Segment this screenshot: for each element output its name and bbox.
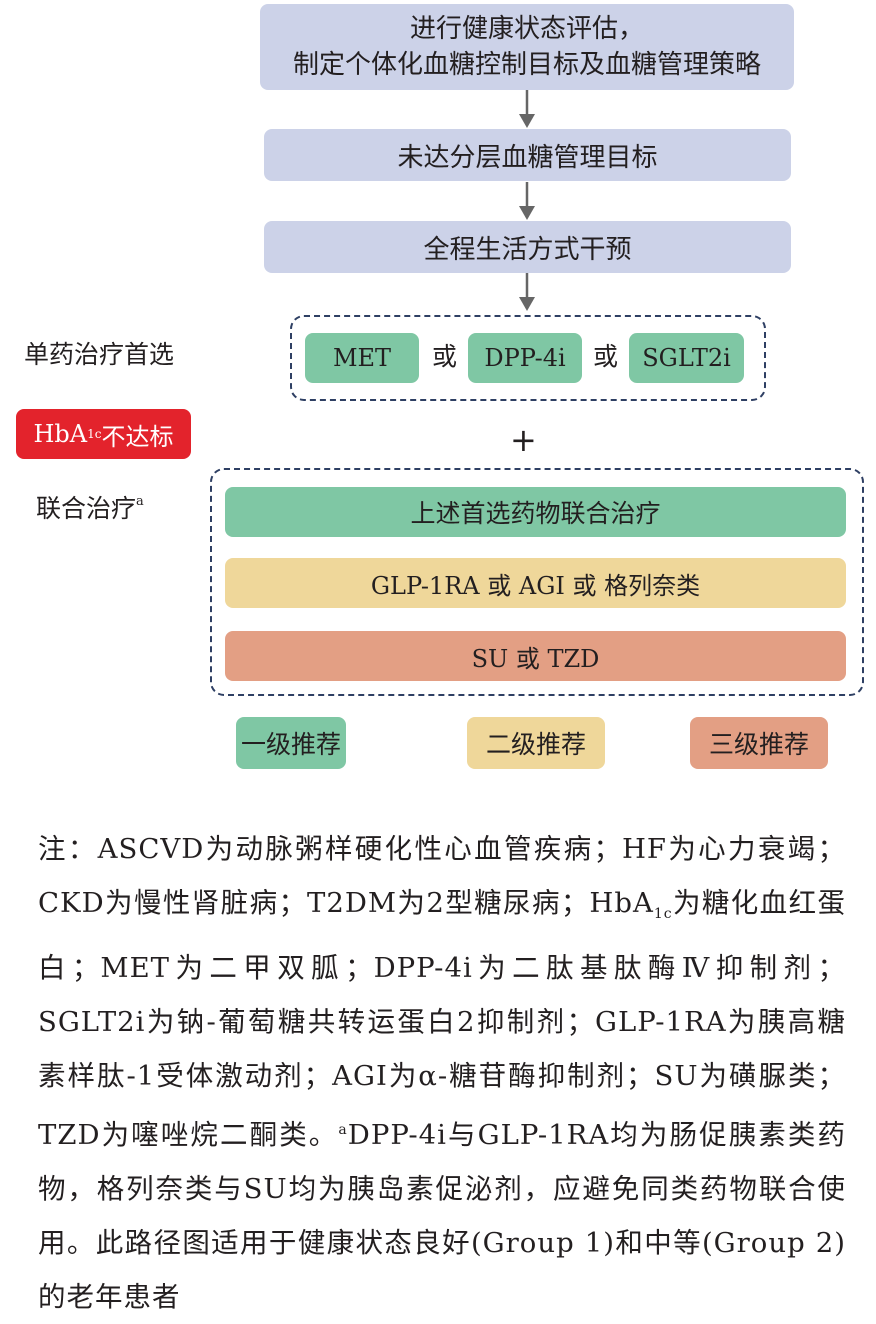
target-not-met-box: 未达分层血糖管理目标	[264, 129, 791, 181]
treatment-flowchart: 进行健康状态评估， 制定个体化血糖控制目标及血糖管理策略 未达分层血糖管理目标 …	[16, 4, 864, 769]
combo-second-row: GLP-1RA 或 AGI 或 格列奈类	[225, 558, 846, 608]
combination-therapy-label: 联合治疗a	[36, 487, 144, 524]
combo-third-text: SU 或 TZD	[471, 644, 600, 673]
plus-sign: +	[510, 421, 537, 459]
legend-level1-text: 一级推荐	[240, 730, 341, 759]
monotherapy-dashed-group	[290, 315, 766, 401]
hba1c-badge-hba: HbA	[33, 420, 88, 448]
note-part2: 为糖化血红蛋白；MET为二甲双胍；DPP-4i为二肽基肽酶Ⅳ抑制剂；SGLT2i…	[38, 887, 846, 1151]
assessment-step-line1: 进行健康状态评估，	[409, 14, 644, 44]
combo-third-row: SU 或 TZD	[225, 631, 846, 681]
legend-level2: 二级推荐	[467, 717, 605, 769]
combination-therapy-footnote-mark: a	[136, 494, 144, 509]
note-footnote-mark: a	[338, 1122, 348, 1138]
flow-arrows	[519, 90, 535, 311]
combo-second-text: GLP-1RA 或 AGI 或 格列奈类	[370, 571, 701, 600]
combination-dashed-group	[210, 468, 864, 696]
combination-therapy-text: 联合治疗	[36, 494, 137, 523]
monotherapy-label: 单药治疗首选	[24, 340, 175, 369]
legend-level2-text: 二级推荐	[485, 730, 586, 759]
legend-level3: 三级推荐	[690, 717, 828, 769]
sglt2i-option: SGLT2i	[629, 333, 744, 383]
arrow-3	[519, 273, 535, 311]
assessment-step-line2: 制定个体化血糖控制目标及血糖管理策略	[292, 50, 761, 80]
note-part1: 注：ASCVD为动脉粥样硬化性心血管疾病；HF为心力衰竭；CKD为慢性肾脏病；T…	[38, 833, 846, 919]
hba1c-badge-sub: 1c	[87, 427, 102, 441]
arrow-2	[519, 182, 535, 220]
figure-note: 注：ASCVD为动脉粥样硬化性心血管疾病；HF为心力衰竭；CKD为慢性肾脏病；T…	[38, 822, 846, 1324]
or-separator-2: 或	[593, 342, 619, 371]
assessment-step-box: 进行健康状态评估， 制定个体化血糖控制目标及血糖管理策略	[260, 4, 794, 90]
sglt2i-option-label: SGLT2i	[642, 344, 731, 372]
legend-level1: 一级推荐	[236, 717, 346, 769]
combo-preferred-text: 上述首选药物联合治疗	[410, 499, 661, 528]
dpp4i-option-label: DPP-4i	[484, 344, 566, 372]
arrow-1	[519, 90, 535, 128]
lifestyle-intervention-text: 全程生活方式干预	[423, 234, 632, 265]
note-hba1c-sub: 1c	[653, 906, 673, 922]
target-not-met-text: 未达分层血糖管理目标	[397, 142, 658, 173]
legend-level3-text: 三级推荐	[708, 730, 809, 759]
combo-preferred-row: 上述首选药物联合治疗	[225, 487, 846, 537]
hba1c-badge-text: 不达标	[101, 422, 174, 451]
or-separator-1: 或	[432, 342, 458, 371]
lifestyle-intervention-box: 全程生活方式干预	[264, 221, 791, 273]
dpp4i-option: DPP-4i	[468, 333, 582, 383]
met-option-label: MET	[332, 344, 392, 372]
met-option: MET	[305, 333, 419, 383]
